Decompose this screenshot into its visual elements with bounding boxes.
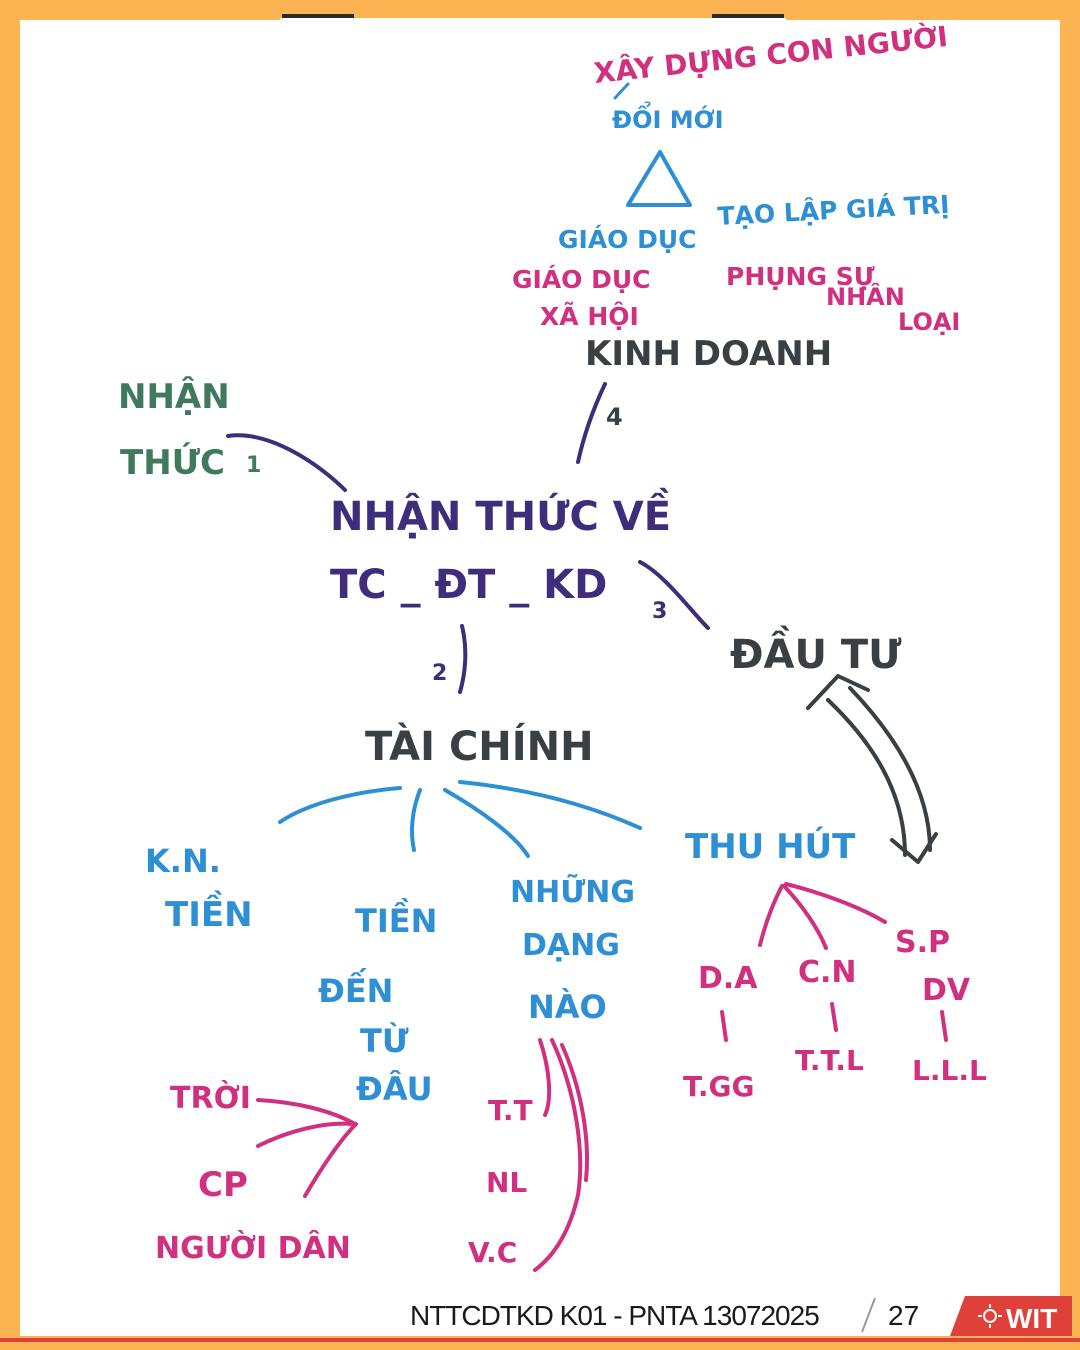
triangle-shape (626, 150, 692, 207)
humanity-label-2: LOẠI (898, 308, 960, 336)
service-child-label: L.L.L (912, 1054, 987, 1087)
investment-label: ĐẦU TƯ (730, 624, 902, 678)
government-label: CP (198, 1165, 248, 1205)
connector-kn-tien (278, 786, 402, 824)
connector-cn (782, 884, 828, 950)
money-concept-label-2: TIỀN (165, 890, 253, 935)
money-concept-label-1: K.N. (145, 842, 221, 880)
society-label: XÃ HỘI (540, 301, 639, 331)
top-white-strip (280, 18, 786, 50)
center-topic-line-1: NHẬN THỨC VỀ (330, 486, 671, 540)
money-forms-label-1: NHỮNG (510, 873, 635, 910)
connector-nguoi-dan (303, 1122, 358, 1198)
footer-bottom-rule (0, 1338, 1080, 1342)
double-arrow (806, 674, 938, 864)
connector-forms-bracket-2 (533, 1038, 583, 1272)
money-source-label-4: ĐÂU (356, 1070, 433, 1108)
citizens-label: NGƯỜI DÂN (155, 1229, 351, 1266)
service-label: DV (922, 973, 971, 1008)
connector-sp (784, 882, 887, 924)
connector-forms-bracket (538, 1038, 552, 1117)
connector-branch-2 (458, 624, 468, 694)
footer: NTTCDTKD K01 - PNTA 13072025 27 WIT (0, 1296, 1080, 1342)
money-source-label-1: TIỀN (355, 898, 437, 940)
money-source-label-3: TỪ (360, 1021, 409, 1060)
awareness-label-1: NHẬN (118, 376, 230, 417)
connectors (226, 82, 948, 1272)
project-label: D.A (698, 961, 758, 996)
footer-divider (861, 1297, 876, 1333)
money-source-label-2: ĐẾN (318, 968, 393, 1010)
form-tt-label: T.T (488, 1094, 533, 1127)
money-forms-label-2: DẠNG (522, 928, 620, 963)
sun-icon (978, 1304, 1002, 1328)
connector-tien-den (410, 788, 422, 852)
heaven-label: TRỜI (170, 1079, 251, 1116)
attract-label: THU HÚT (685, 826, 856, 867)
connector-da (758, 884, 784, 947)
footer-logo-text: WIT (1006, 1303, 1057, 1334)
connector-branch-4 (576, 382, 607, 464)
connector-forms-bracket-3 (560, 1043, 589, 1182)
product-label: S.P (895, 925, 950, 960)
branch-4-number: 4 (606, 403, 623, 431)
money-forms-label-3: NÀO (528, 988, 607, 1026)
education-label-magenta: GIÁO DỤC (512, 265, 651, 294)
branch-1-number: 1 (246, 453, 261, 478)
project-child-label: T.GG (683, 1070, 754, 1103)
serve-label: PHỤNG SỰ (726, 262, 875, 291)
whiteboard-paper (20, 20, 1060, 1336)
footer-course-code: NTTCDTKD K01 - PNTA 13072025 (410, 1300, 819, 1331)
connector-dv-lll (940, 1010, 948, 1042)
technology-label: C.N (798, 955, 857, 990)
center-topic-line-2: TC _ ĐT _ KD (330, 562, 607, 608)
education-label-blue: GIÁO DỤC (558, 225, 697, 254)
connector-cp (256, 1121, 354, 1148)
branch-3-number: 3 (652, 599, 667, 624)
connector-thu-hut (458, 780, 642, 830)
connector-nhung-dang (443, 788, 530, 858)
branch-2-number: 2 (432, 661, 447, 686)
business-label: KINH DOANH (585, 334, 832, 374)
connector-branch-3 (638, 560, 710, 630)
connector-branch-1 (226, 433, 347, 492)
awareness-label-2: THỨC (120, 442, 225, 483)
finance-label: TÀI CHÍNH (365, 722, 594, 770)
connector-troi (256, 1098, 357, 1126)
form-vc-label: V.C (468, 1236, 517, 1269)
humanity-label-1: NHÂN (826, 282, 905, 311)
connector-cn-ttl (830, 1002, 838, 1032)
form-nl-label: NL (486, 1166, 527, 1199)
connector-da-tgg (720, 1010, 728, 1042)
footer-page-number: 27 (888, 1300, 919, 1331)
connector-triangle-top (613, 82, 630, 100)
footer-logo-banner (950, 1296, 1072, 1336)
technology-child-label: T.T.L (795, 1044, 864, 1077)
